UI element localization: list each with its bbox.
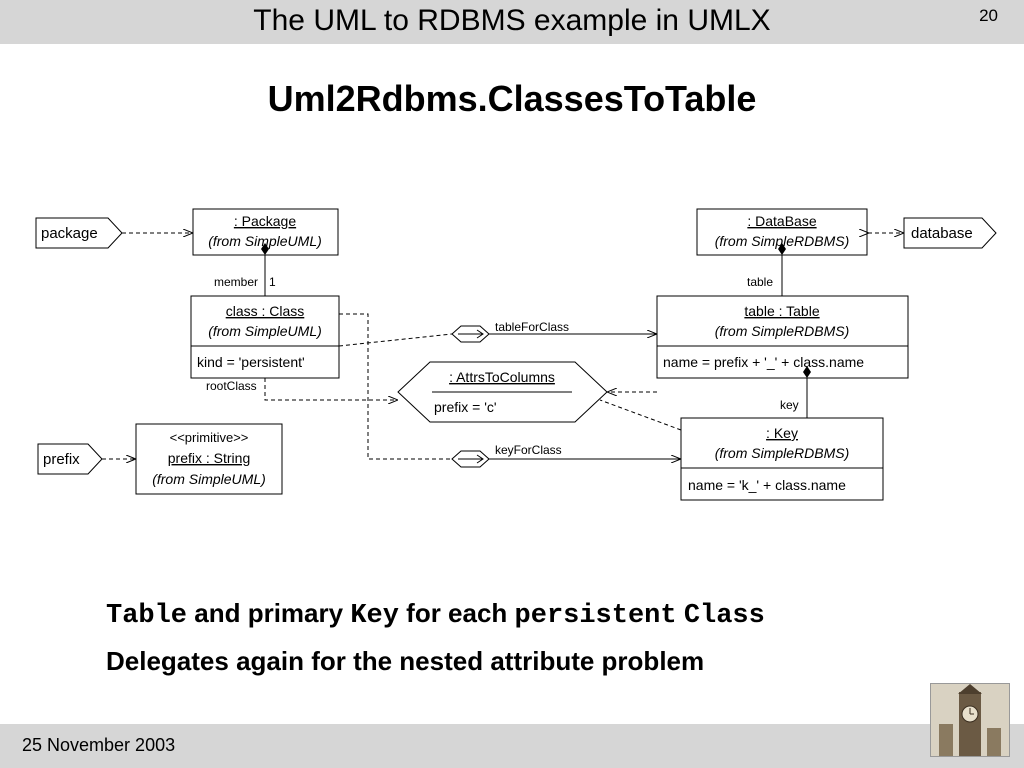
label-key-for-class: keyForClass	[495, 443, 562, 457]
bullet-line-2: Delegates again for the nested attribute…	[106, 646, 705, 676]
node-class: class : Class (from SimpleUML) kind = 'p…	[190, 295, 340, 379]
keyword-class: Class	[683, 601, 765, 631]
footer-date: 25 November 2003	[22, 735, 176, 755]
label-member: member	[214, 275, 258, 289]
label-table-for-class: tableForClass	[495, 320, 569, 334]
port-package-label: package	[41, 225, 98, 242]
hex-table-for-class	[451, 325, 490, 343]
node-package: : Package (from SimpleUML)	[192, 208, 339, 256]
port-database-label: database	[911, 225, 973, 242]
node-attrs-name: : AttrsToColumns	[449, 369, 555, 385]
hex-key-for-class	[451, 450, 490, 468]
label-key-role: key	[780, 398, 799, 412]
node-table-from: (from SimpleRDBMS)	[715, 323, 850, 339]
node-package-name: : Package	[234, 213, 296, 229]
node-prefix-string: <<primitive>> prefix : String (from Simp…	[135, 423, 283, 495]
node-key-attr: name = 'k_' + class.name	[688, 477, 846, 493]
node-prefix-stereotype: <<primitive>>	[170, 430, 249, 445]
node-key-name: : Key	[766, 425, 798, 441]
edge-rootclass	[264, 378, 397, 400]
diagram-edges	[102, 233, 903, 459]
label-root-class: rootClass	[206, 379, 257, 393]
slide-title: Uml2Rdbms.ClassesToTable	[267, 78, 757, 119]
node-prefix-name: prefix : String	[168, 450, 250, 466]
node-database-from: (from SimpleRDBMS)	[715, 233, 850, 249]
port-database	[903, 217, 997, 249]
header-title: The UML to RDBMS example in UMLX	[253, 4, 771, 37]
port-prefix	[37, 443, 103, 475]
port-package	[35, 217, 123, 249]
node-prefix-from: (from SimpleUML)	[152, 471, 266, 487]
node-package-from: (from SimpleUML)	[208, 233, 322, 249]
keyword-persistent: persistent	[514, 601, 677, 631]
port-prefix-label: prefix	[43, 451, 80, 468]
node-attrs-attr: prefix = 'c'	[434, 399, 497, 415]
node-class-attr: kind = 'persistent'	[197, 354, 305, 370]
node-key-from: (from SimpleRDBMS)	[715, 445, 850, 461]
node-class-from: (from SimpleUML)	[208, 323, 322, 339]
node-database-name: : DataBase	[747, 213, 816, 229]
node-table: table : Table (from SimpleRDBMS) name = …	[656, 295, 909, 379]
keyword-key: Key	[350, 601, 399, 631]
label-one: 1	[269, 275, 276, 289]
node-table-name: table : Table	[744, 303, 819, 319]
node-database: : DataBase (from SimpleRDBMS)	[696, 208, 868, 256]
label-table-role: table	[747, 275, 773, 289]
page-number: 20	[979, 6, 998, 25]
header-bar: The UML to RDBMS example in UMLX 20	[0, 0, 1024, 44]
edge-class-hex1	[338, 333, 453, 347]
edge-class-keyforclass	[339, 313, 452, 460]
keyword-table: Table	[106, 601, 188, 631]
bullet-line-1: Table and primary Key for each persisten…	[106, 598, 765, 631]
text-and-primary: and primary	[194, 598, 344, 628]
big-ben-thumbnail	[930, 683, 1010, 757]
text-for-each: for each	[406, 598, 508, 628]
node-table-attr: name = prefix + '_' + class.name	[663, 354, 864, 370]
node-attrs-to-columns: : AttrsToColumns prefix = 'c'	[397, 361, 608, 423]
node-class-name: class : Class	[226, 303, 305, 319]
edge-key-attrs	[599, 399, 682, 431]
node-key: : Key (from SimpleRDBMS) name = 'k_' + c…	[680, 417, 884, 501]
footer-bar: 25 November 2003	[0, 724, 1024, 768]
